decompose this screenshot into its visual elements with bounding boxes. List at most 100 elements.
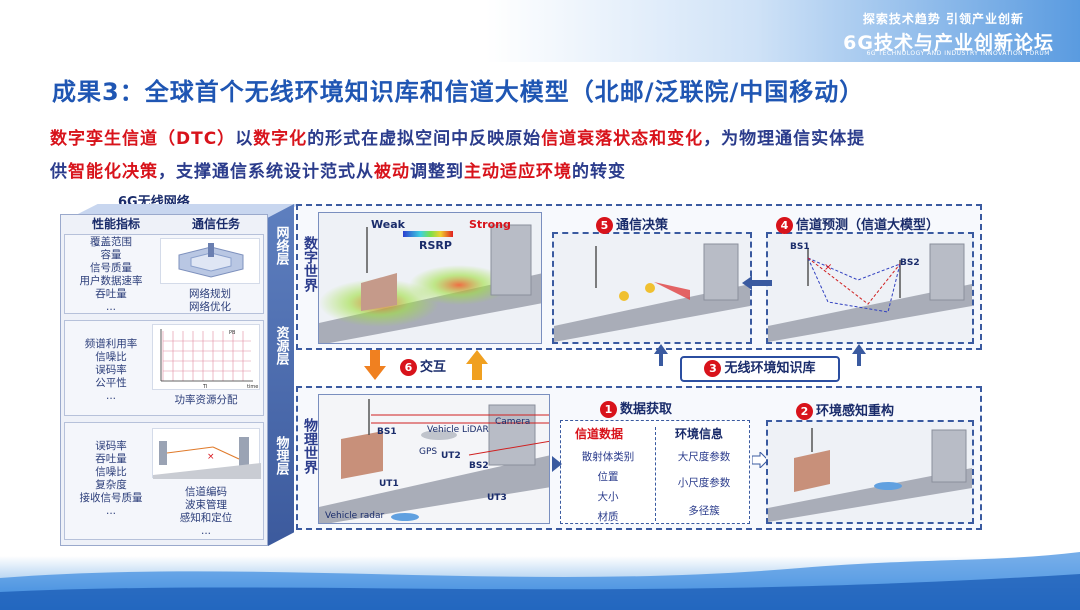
svg-text:×: × <box>824 262 832 273</box>
physical-scene: BS1 BS2 UT1 UT2 UT3 GPS Camera Vehicle L… <box>318 394 550 524</box>
prediction-scene: × <box>768 234 972 342</box>
layer-label: 资源层 <box>273 326 289 365</box>
table-cell: 小尺度参数 <box>677 477 731 489</box>
table-cell: 多径簇 <box>688 505 720 517</box>
world-label-text: 物理世界 <box>302 418 318 474</box>
table-cell: 材质 <box>597 511 619 523</box>
resource-grid-illustration: PB TI time <box>160 329 258 390</box>
metric: ... <box>105 301 116 313</box>
panel-title-text: 数据获取 <box>620 402 673 417</box>
layer-label: 网络层 <box>273 226 289 265</box>
table-head-env: 环境信息 <box>675 427 724 441</box>
physical-layer-tasks: 信道编码 波束管理 感知和定位 ... <box>152 486 260 538</box>
task: 网络规划 <box>189 288 231 300</box>
svg-text:×: × <box>207 452 215 462</box>
metric: 频谱利用率 <box>84 338 138 350</box>
axis-label-time: time <box>247 384 258 390</box>
up-arrow-icon <box>466 350 488 380</box>
panel-prediction: × BS1 BS2 <box>766 232 974 344</box>
phys-radar-label: Vehicle radar <box>325 511 385 521</box>
kb-up-arrow-2-icon <box>852 344 866 366</box>
metric: 公平性 <box>95 377 127 389</box>
metric: 覆盖范围 <box>90 236 132 248</box>
reconstruction-scene <box>768 422 972 522</box>
hexagon-cells-illustration <box>178 243 244 278</box>
metric: 信噪比 <box>95 466 127 478</box>
legend-rsrp: RSRP <box>419 239 452 252</box>
forum-subtitle: 6G TECHNOLOGY AND INDUSTRY INNOVATION FO… <box>866 50 1050 57</box>
phys-gps-label: GPS <box>419 447 438 457</box>
intro-term: 数字化 <box>253 129 308 149</box>
table-head-channel: 信道数据 <box>575 427 624 441</box>
physical-scene-illustration: × <box>153 437 261 479</box>
down-arrow-icon <box>364 350 386 380</box>
axis-label-pb: PB <box>229 330 236 336</box>
physical-world-label: 物理世界 <box>300 418 320 479</box>
intro-text: ，为物理通信实体提 <box>703 129 866 149</box>
block-side-face <box>268 204 294 546</box>
digital-world-label: 数字世界 <box>300 236 320 297</box>
data-table: 信道数据 环境信息 散射体类别 位置 大小 材质 大尺度参数 小尺度参数 多径簇 <box>560 420 750 524</box>
legend-weak: Weak <box>371 218 405 231</box>
forum-slogan: 探索技术趋势 引领产业创新 <box>862 12 1024 26</box>
intro-text: ，支撑通信系统设计范式从 <box>158 162 374 182</box>
task: 功率资源分配 <box>174 394 238 406</box>
pred-bs2-label: BS2 <box>900 258 920 268</box>
layer-name-resource: 资源层 <box>270 326 292 396</box>
step-number: 2 <box>796 403 813 420</box>
table-cell: 位置 <box>597 471 619 483</box>
world-label-text: 数字世界 <box>302 236 318 292</box>
metric: 容量 <box>100 249 122 261</box>
table-cell: 散射体类别 <box>581 451 635 463</box>
intro-text: 的转变 <box>572 162 626 182</box>
resource-layer-metrics: 频谱利用率 信噪比 误码率 公平性 ... <box>66 338 156 403</box>
metric: 接收信号质量 <box>79 492 143 504</box>
table-divider <box>655 427 656 521</box>
panel-decision <box>552 232 752 344</box>
intro-term: 信道衰落状态和变化 <box>541 129 704 149</box>
header-band <box>0 0 1080 62</box>
intro-term: 主动适应环境 <box>464 162 572 182</box>
phys-lidar-label: Vehicle LiDAR <box>427 425 489 435</box>
task: 感知和定位 <box>179 512 233 524</box>
resource-grid-image: PB TI time <box>152 324 260 390</box>
layer-label: 物理层 <box>273 436 289 475</box>
metric: 复杂度 <box>95 479 127 491</box>
network-layer-tasks: 网络规划 网络优化 <box>160 288 260 314</box>
kb-up-arrow-icon <box>654 344 668 366</box>
legend-strong: Strong <box>469 218 511 231</box>
task: 波束管理 <box>185 499 227 511</box>
metric: 误码率 <box>95 364 127 376</box>
layer-name-network: 网络层 <box>270 226 292 296</box>
intro-text: 的形式在虚拟空间中反映原始 <box>307 129 542 149</box>
phys-ut2-label: UT2 <box>441 451 461 461</box>
metric: ... <box>105 390 116 402</box>
network-layer-image <box>160 238 260 284</box>
intro-text: 供 <box>50 162 68 182</box>
intro-term: 智能化决策 <box>68 162 158 182</box>
col-head-tasks: 通信任务 <box>191 217 240 231</box>
intro-term-dtc: 数字孪生信道（DTC） <box>50 129 236 149</box>
forum-title: 6G技术与产业创新论坛 <box>843 32 1054 54</box>
task: ... <box>200 525 211 537</box>
slide-title: 成果3：全球首个无线环境知识库和信道大模型（北邮/泛联院/中国移动） <box>52 78 865 106</box>
step-number: 5 <box>596 217 613 234</box>
panel-title-text: 通信决策 <box>616 218 669 233</box>
phys-ut1-label: UT1 <box>379 479 399 489</box>
metric: 吞吐量 <box>95 288 127 300</box>
col-head-metrics: 性能指标 <box>91 217 140 231</box>
panel-reconstruction <box>766 420 974 524</box>
metric: 信号质量 <box>90 262 132 274</box>
panel-title-text: 信道预测（信道大模型） <box>796 218 940 233</box>
phys-bs2-label: BS2 <box>469 461 489 471</box>
decision-scene <box>554 234 750 342</box>
phys-bs1-label: BS1 <box>377 427 397 437</box>
layer-name-physical: 物理层 <box>270 436 292 506</box>
knowledge-base-text: 无线环境知识库 <box>724 361 816 376</box>
